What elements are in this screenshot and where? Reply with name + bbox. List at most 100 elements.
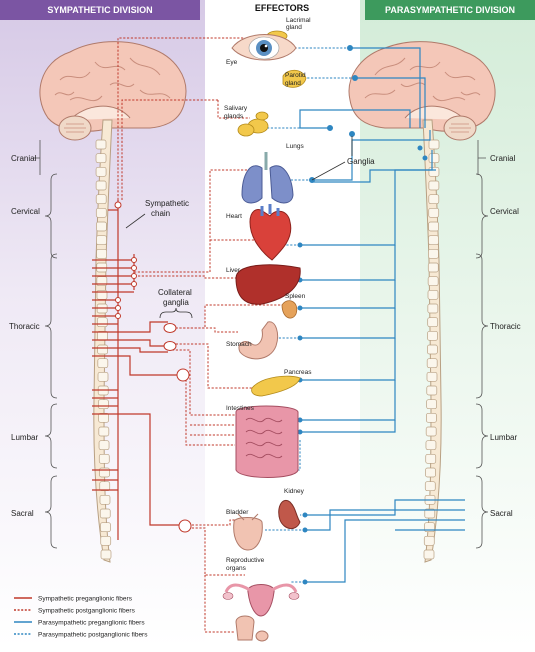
- parotid-gland: [282, 69, 307, 88]
- legend: Sympathetic preganglionic fibersSympathe…: [14, 596, 148, 639]
- parasympathetic-brain: [348, 41, 496, 141]
- organ-label-spleen: Spleen: [285, 293, 306, 300]
- parasympathetic-vertebra: [424, 481, 436, 492]
- effectors-header: EFFECTORS: [255, 3, 309, 13]
- ganglia-leader: [311, 136, 353, 181]
- region-label-cranial-right: Cranial: [490, 154, 516, 163]
- sympathetic-vertebra: [98, 412, 109, 423]
- sympathetic-preganglionic-fibers: [92, 209, 183, 526]
- sympathetic-region-brackets: [34, 140, 58, 549]
- parasympathetic-vertebra: [423, 535, 435, 546]
- sympathetic-vertebra: [100, 549, 112, 560]
- liver: [235, 264, 301, 305]
- stomach: [238, 321, 279, 360]
- parasympathetic-postganglionic-fibers: [265, 37, 355, 583]
- organ-label-stomach: Stomach: [226, 341, 252, 348]
- kidney: [278, 500, 301, 529]
- parasympathetic-preganglionic-fibers: [299, 47, 465, 583]
- heart: [249, 204, 292, 261]
- sympathetic-chain-label-2: chain: [151, 209, 170, 218]
- parasympathetic-vertebra: [427, 289, 439, 300]
- organ-label-reproductive-2: organs: [226, 565, 247, 572]
- sympathetic-chain-leader: [125, 213, 146, 229]
- parasympathetic-vertebra: [428, 194, 440, 205]
- intestines: [235, 405, 299, 478]
- sympathetic-vertebra: [97, 371, 109, 382]
- parasympathetic-vertebra: [425, 426, 437, 437]
- ganglia-label: Ganglia: [347, 157, 375, 166]
- parasympathetic-vertebra: [426, 358, 438, 369]
- organ-label-salivary-1: Salivary: [224, 105, 248, 112]
- organ-label-eye: Eye: [226, 59, 238, 66]
- reproductive-organs: [222, 583, 300, 642]
- sympathetic-vertebra: [99, 508, 111, 519]
- collateral-ganglia-brace: [159, 307, 193, 319]
- organ-label-parotid-1: Parotid: [285, 72, 306, 79]
- parasympathetic-region-brackets: [475, 140, 489, 549]
- organ-label-reproductive-1: Reproductive: [226, 557, 265, 564]
- sympathetic-vertebra: [95, 180, 107, 191]
- parasympathetic-header-bar: [365, 0, 535, 20]
- parasympathetic-vertebra: [426, 399, 437, 410]
- parasympathetic-vertebra: [427, 303, 439, 314]
- parasympathetic-vertebra: [428, 166, 440, 177]
- sympathetic-vertebra: [98, 440, 110, 451]
- legend-label: Sympathetic preganglionic fibers: [38, 596, 133, 603]
- organ-label-lacrimal-2: gland: [286, 24, 302, 31]
- sympathetic-brain: [39, 41, 187, 141]
- organ-label-lacrimal-1: Lacrimal: [286, 17, 311, 24]
- sympathetic-vertebra: [97, 344, 108, 355]
- sympathetic-vertebra: [96, 235, 107, 246]
- sympathetic-vertebra: [96, 317, 108, 328]
- sympathetic-vertebra: [97, 330, 108, 341]
- eye: [231, 34, 297, 61]
- parasympathetic-vertebra: [425, 453, 437, 464]
- organ-label-kidney: Kidney: [284, 488, 305, 495]
- collateral-ganglia-label-1: Collateral: [158, 288, 192, 297]
- region-label-sacral-right: Sacral: [490, 509, 513, 518]
- sympathetic-vertebra: [98, 453, 110, 464]
- organ-label-parotid-2: gland: [285, 80, 301, 87]
- parasympathetic-vertebra: [423, 549, 435, 560]
- organ-label-bladder: Bladder: [226, 509, 249, 516]
- parasympathetic-vertebra: [427, 344, 438, 355]
- organ-label-pancreas: Pancreas: [284, 369, 312, 376]
- sympathetic-vertebra: [95, 139, 107, 150]
- organ-label-salivary-2: glands: [224, 113, 244, 120]
- organ-label-liver: Liver: [226, 267, 241, 274]
- legend-label: Parasympathetic postganglionic fibers: [38, 632, 148, 639]
- sympathetic-postganglionic-fibers: [117, 37, 285, 633]
- pancreas: [251, 375, 301, 397]
- parasympathetic-vertebra: [426, 371, 438, 382]
- parasympathetic-vertebra: [426, 385, 438, 396]
- sympathetic-chain-label-1: Sympathetic: [145, 199, 189, 208]
- salivary-glands: [237, 111, 269, 137]
- sympathetic-vertebra: [99, 481, 111, 492]
- parasympathetic-vertebra: [427, 330, 438, 341]
- bladder: [233, 513, 263, 551]
- parasympathetic-vertebra: [425, 467, 436, 478]
- sympathetic-vertebra: [100, 522, 111, 533]
- sympathetic-vertebra: [98, 426, 110, 437]
- collateral-ganglia-label-2: ganglia: [163, 298, 189, 307]
- sympathetic-ganglia-nodes: [114, 201, 192, 533]
- sympathetic-vertebra: [97, 358, 109, 369]
- spleen: [281, 300, 298, 319]
- organ-label-intestines: Intestines: [226, 405, 255, 412]
- region-label-cervical-right: Cervical: [490, 207, 519, 216]
- sympathetic-vertebra: [98, 399, 109, 410]
- parasympathetic-vertebra: [428, 221, 439, 232]
- region-label-sacral-left: Sacral: [11, 509, 34, 518]
- organ-label-heart: Heart: [226, 213, 242, 220]
- parasympathetic-vertebra: [424, 508, 436, 519]
- region-label-thoracic-right: Thoracic: [490, 322, 521, 331]
- parasympathetic-vertebra: [425, 440, 437, 451]
- organ-label-lungs: Lungs: [286, 143, 304, 150]
- parasympathetic-vertebra: [428, 235, 439, 246]
- legend-label: Sympathetic postganglionic fibers: [38, 608, 136, 615]
- region-label-cervical-left: Cervical: [11, 207, 40, 216]
- sympathetic-vertebra: [95, 194, 107, 205]
- sympathetic-header-bar: [0, 0, 200, 20]
